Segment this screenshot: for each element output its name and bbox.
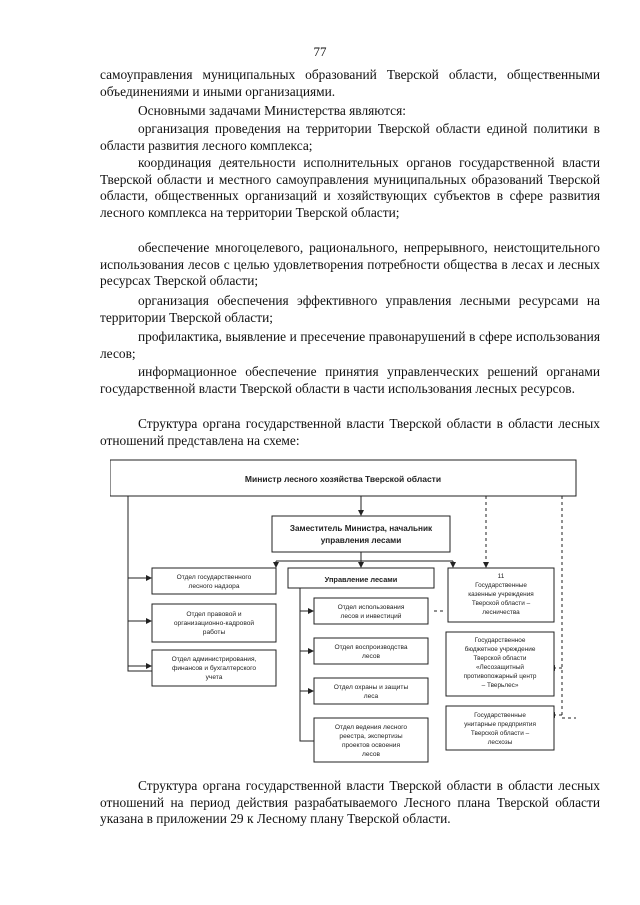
- paragraph-2: Основными задачами Министерства являются…: [138, 103, 406, 118]
- left-box-2-line3: работы: [203, 628, 226, 636]
- paragraph-7: профилактика, выявление и пресечение пра…: [100, 329, 600, 361]
- connector-sub-spine: [299, 588, 314, 742]
- right-box-2-line5: противопожарный центр: [464, 672, 537, 680]
- right-box-2-line3: Тверской области: [474, 654, 527, 662]
- org-structure-diagram: Министр лесного хозяйства Тверской облас…: [110, 459, 577, 763]
- sub-box-3-line1: Отдел охраны и защиты: [334, 684, 409, 691]
- sub-box-1-line1: Отдел использования: [338, 604, 405, 611]
- right-box-2-line4: «Лесозащитный: [476, 663, 524, 671]
- left-box-2-line1: Отдел правовой и: [186, 610, 242, 618]
- right-box-3-line3: Тверской области –: [471, 729, 530, 737]
- sub-box-2-line2: лесов: [362, 653, 381, 660]
- deputy-label-line2: управления лесами: [321, 536, 402, 545]
- sub-box-3: [313, 677, 429, 705]
- paragraph-4: координация деятельности исполнительных …: [100, 155, 600, 220]
- page-number: 77: [313, 44, 327, 59]
- sub-box-2: [313, 637, 429, 665]
- right-box-1-line1: 11: [498, 573, 505, 580]
- sub-box-4-line3: проектов освоения: [342, 742, 401, 749]
- right-box-1-line3: казенные учреждения: [468, 591, 534, 598]
- sub-box-3-line2: леса: [364, 693, 379, 700]
- left-box-2: [151, 603, 277, 643]
- left-box-3-line2: финансов и бухгалтерского: [172, 664, 256, 672]
- right-box-1-line5: лесничества: [482, 609, 520, 616]
- right-box-2-line6: – Тверьлес»: [482, 682, 519, 689]
- deputy-label-line1: Заместитель Министра, начальник: [290, 524, 433, 533]
- sub-box-1-line2: лесов и инвестиций: [341, 612, 402, 620]
- right-box-2-line2: бюджетное учреждение: [465, 645, 536, 653]
- right-box-1-line4: Тверской области –: [472, 599, 531, 607]
- right-box-1: [447, 567, 555, 623]
- sub-box-4: [313, 717, 429, 763]
- minister-label: Министр лесного хозяйства Тверской облас…: [245, 474, 441, 484]
- right-box-3-line4: лесхозы: [488, 739, 513, 746]
- right-box-1-line2: Государственные: [475, 582, 527, 589]
- right-box-2-line1: Государственное: [475, 637, 526, 644]
- connector-left-spine: [127, 496, 152, 672]
- left-box-2-line2: организационно-кадровой: [174, 619, 255, 627]
- sub-box-4-line4: лесов: [362, 751, 381, 758]
- sub-box-4-line1: Отдел ведения лесного: [335, 724, 407, 731]
- paragraph-8: информационное обеспечение принятия упра…: [100, 364, 600, 396]
- connector-dashed-spine: [561, 496, 576, 719]
- sub-box-2-line1: Отдел воспроизводства: [334, 644, 407, 651]
- right-box-2: [445, 631, 555, 697]
- deputy-box: [271, 515, 451, 553]
- paragraph-5: обеспечение многоцелевого, рационального…: [100, 240, 600, 289]
- right-box-3-line1: Государственные: [474, 712, 526, 719]
- sub-box-1: [313, 597, 429, 625]
- paragraph-6: организация обеспечения эффективного упр…: [100, 293, 600, 325]
- paragraph-10: Структура органа государственной власти …: [100, 778, 600, 827]
- minister-box: [110, 459, 577, 497]
- right-box-3-line2: унитарные предприятия: [464, 721, 536, 728]
- left-box-1-line2: лесного надзора: [189, 583, 240, 590]
- left-box-3: [151, 649, 277, 687]
- forest-management-label: Управление лесами: [325, 575, 398, 584]
- paragraph-3: организация проведения на территории Тве…: [100, 121, 600, 153]
- right-box-3: [445, 705, 555, 751]
- paragraph-1: самоуправления муниципальных образований…: [100, 67, 600, 99]
- left-box-1: [151, 567, 277, 595]
- sub-box-4-line2: реестра, экспертизы: [339, 733, 402, 740]
- paragraph-9: Структура органа государственной власти …: [100, 416, 600, 448]
- left-box-3-line1: Отдел администрирования,: [172, 656, 257, 663]
- left-box-1-line1: Отдел государственного: [177, 574, 252, 581]
- left-box-3-line3: учета: [206, 674, 223, 681]
- forest-management-box: [287, 567, 435, 589]
